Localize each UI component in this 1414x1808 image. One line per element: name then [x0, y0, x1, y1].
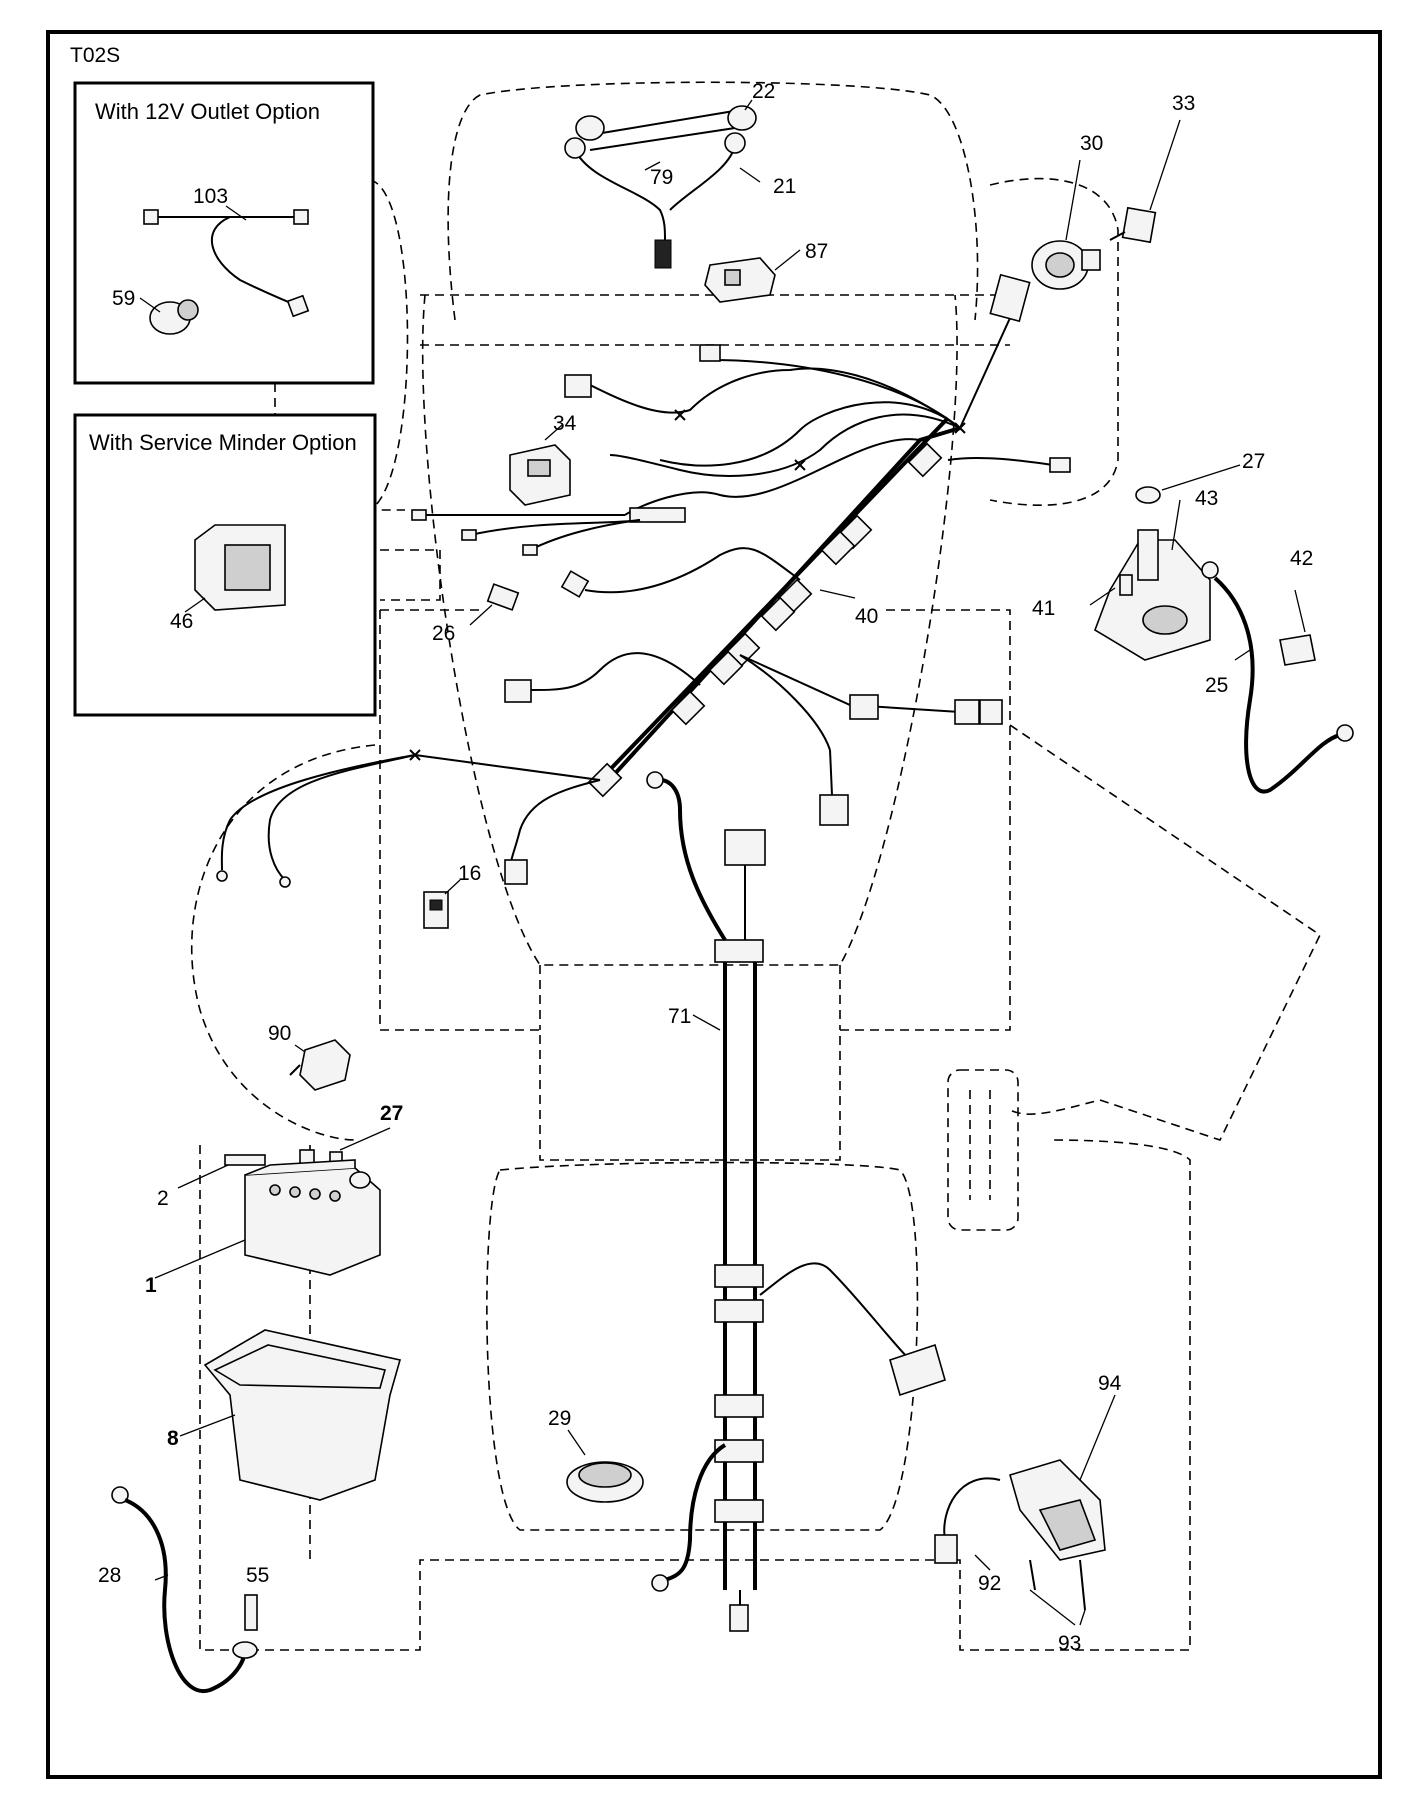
diagram-frame — [46, 30, 1382, 1779]
callout-33: 33 — [1172, 92, 1195, 115]
callout-1: 1 — [145, 1274, 157, 1297]
diagram-code: T02S — [70, 44, 120, 67]
callout-25: 25 — [1205, 674, 1228, 697]
relay-87 — [704, 249, 801, 303]
callout-94: 94 — [1098, 1372, 1122, 1395]
callout-42: 42 — [1290, 547, 1313, 570]
callout-71: 71 — [668, 1005, 691, 1028]
ground-cable-28 — [111, 1486, 258, 1694]
callout-30: 30 — [1080, 132, 1103, 155]
part-29 — [566, 1429, 644, 1503]
part-90 — [289, 1039, 351, 1091]
main-harness — [216, 273, 1071, 888]
battery-1 — [154, 1159, 381, 1279]
callout-labels: 22 79 21 87 30 33 103 59 34 27 43 41 42 … — [98, 80, 1313, 1655]
callout-41: 41 — [1032, 597, 1055, 620]
callout-55: 55 — [246, 1564, 269, 1587]
callout-8: 8 — [167, 1427, 179, 1450]
switch-assembly-94 — [934, 1394, 1116, 1626]
inset-service-minder: With Service Minder Option — [73, 413, 377, 717]
inset-12v-title: With 12V Outlet Option — [95, 99, 320, 124]
switch-34 — [509, 424, 571, 506]
callout-92: 92 — [978, 1572, 1001, 1595]
callout-29: 29 — [548, 1407, 571, 1430]
key-switch-30 — [1031, 159, 1101, 290]
key-33 — [1109, 119, 1181, 244]
solenoid-43 — [1089, 464, 1241, 661]
callout-79: 79 — [650, 166, 673, 189]
callout-22: 22 — [752, 80, 775, 103]
callout-28: 28 — [98, 1564, 121, 1587]
inset-service-minder-title: With Service Minder Option — [89, 430, 357, 455]
callout-16: 16 — [458, 862, 481, 885]
callout-27a: 27 — [1242, 450, 1265, 473]
inset-12v-outlet: With 12V Outlet Option — [73, 81, 375, 385]
callout-26: 26 — [432, 622, 455, 645]
callout-59: 59 — [112, 287, 135, 310]
callout-21: 21 — [773, 175, 796, 198]
switch-16 — [423, 879, 461, 929]
callout-43: 43 — [1195, 487, 1218, 510]
callout-93: 93 — [1058, 1632, 1081, 1655]
callout-2: 2 — [157, 1187, 169, 1210]
battery-cable-25 — [1201, 561, 1354, 794]
callout-90: 90 — [268, 1022, 291, 1045]
callout-46: 46 — [170, 610, 193, 633]
battery-tray-8 — [179, 1329, 402, 1501]
machine-outline — [190, 81, 1322, 1651]
callout-87: 87 — [805, 240, 828, 263]
callout-40: 40 — [855, 605, 878, 628]
headlight-harness — [564, 99, 761, 269]
callout-103: 103 — [193, 185, 228, 208]
callout-27b: 27 — [380, 1102, 403, 1125]
rear-harness-71 — [646, 771, 946, 1632]
callout-34: 34 — [553, 412, 577, 435]
